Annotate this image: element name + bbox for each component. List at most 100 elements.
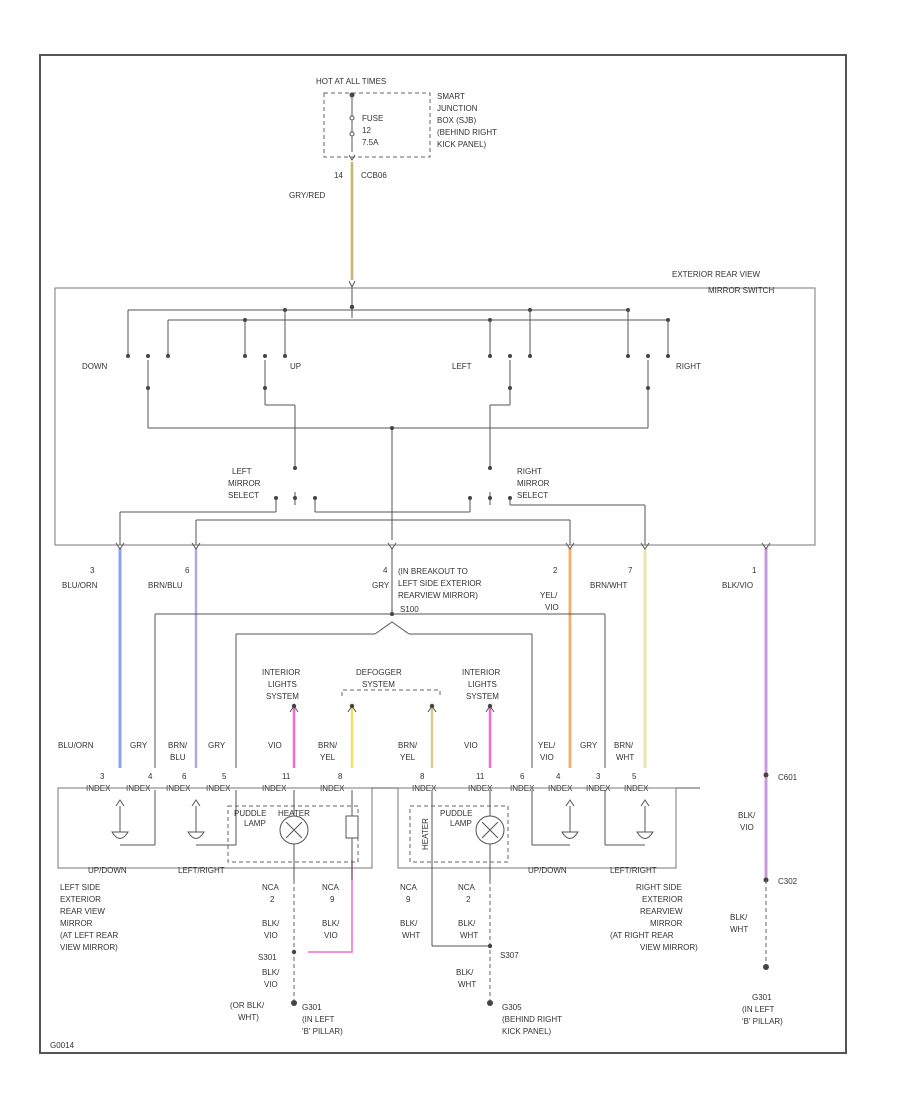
lm-ground-note-2: WHT) (238, 1013, 259, 1022)
rm-label-4: MIRROR (650, 919, 683, 928)
left-select-1: LEFT (232, 467, 252, 476)
right-mirror: BRN/ YEL VIO YEL/ VIO GRY BRN/ WHT 8 11 … (372, 741, 700, 1036)
gr-wire-b-1: BLK/ (730, 913, 748, 922)
feed-wire-label: GRY/RED (289, 191, 326, 200)
splice-s100: S100 (400, 605, 419, 614)
switch-connector-pins (115, 542, 771, 550)
right-select-1: RIGHT (517, 467, 542, 476)
wire-yel-label-1: YEL/ (540, 591, 558, 600)
pin-6: 6 (185, 566, 190, 575)
diagram-id: G0014 (50, 1041, 75, 1050)
fuse-amps: 7.5A (362, 138, 379, 147)
wire-yel-label-2: VIO (545, 603, 559, 612)
lm-blk-vio-a-2: VIO (264, 931, 278, 940)
feed-pin: 14 (334, 171, 343, 180)
rm-label-3: REARVIEW (640, 907, 683, 916)
wire-blu-orn-label: BLU/ORN (62, 581, 98, 590)
int-lights-right-2: LIGHTS (468, 680, 497, 689)
left-mirror: BLU/ORN GRY BRN/ BLU GRY VIO BRN/ YEL 3 … (57, 741, 373, 1036)
lm-wire-brn-2: BLU (170, 753, 186, 762)
c302-label: C302 (778, 877, 798, 886)
diagram-frame (39, 54, 847, 1054)
mirror-switch-box (54, 287, 816, 546)
left-select-2: MIRROR (228, 479, 261, 488)
sjb-line-3: BOX (SJB) (437, 116, 476, 125)
lm-blk-vio-c-1: BLK/ (262, 968, 280, 977)
lm-blk-vio-c-2: VIO (264, 980, 278, 989)
lm-wire-vio: VIO (268, 741, 282, 750)
defogger-1: DEFOGGER (356, 668, 402, 677)
int-lights-left-1: INTERIOR (262, 668, 300, 677)
sjb-line-1: SMART (437, 92, 465, 101)
lm-g301-3: 'B' PILLAR) (302, 1027, 343, 1036)
ground-right-path: C601 BLK/ VIO C302 BLK/ WHT G301 (IN LEF… (730, 772, 798, 1026)
wire-heater-ground (308, 860, 353, 953)
fuse-number: 12 (362, 126, 371, 135)
lm-label-1: LEFT SIDE (60, 883, 100, 892)
rm-blk-wht-b-2: WHT (460, 931, 478, 940)
rm-mirror-box (397, 787, 677, 869)
right-select-2: MIRROR (517, 479, 550, 488)
rm-label-6: VIEW MIRROR) (640, 943, 698, 952)
rm-leftright: LEFT/RIGHT (610, 866, 657, 875)
wire-brn-wht-label: BRN/WHT (590, 581, 627, 590)
power-source: HOT AT ALL TIMES FUSE 12 7.5A SMART JUNC… (289, 77, 497, 200)
gr-g301-3: 'B' PILLAR) (742, 1017, 783, 1026)
breakout-1: (IN BREAKOUT TO (398, 567, 468, 576)
rm-label-1: RIGHT SIDE (636, 883, 682, 892)
lm-wire-blu-orn: BLU/ORN (58, 741, 94, 750)
lm-label-2: EXTERIOR (60, 895, 101, 904)
fuse-label: FUSE (362, 114, 383, 123)
rm-pin-11: 11 (476, 772, 485, 781)
lm-nca-a-2: 2 (270, 895, 275, 904)
lm-s301: S301 (258, 953, 277, 962)
rm-label-5: (AT RIGHT REAR (610, 931, 674, 940)
rm-heater: HEATER (421, 818, 430, 850)
gr-wire-a-2: VIO (740, 823, 754, 832)
lm-nca-b-2: 9 (330, 895, 335, 904)
int-lights-right-3: SYSTEM (466, 692, 499, 701)
switch-name-1: EXTERIOR REAR VIEW (672, 270, 760, 279)
rm-wire-brn-yel-2: YEL (400, 753, 416, 762)
mirror-switch: EXTERIOR REAR VIEW MIRROR SWITCH (54, 270, 816, 546)
lm-blk-vio-b-1: BLK/ (322, 919, 340, 928)
rm-pin-3: 3 (596, 772, 601, 781)
switch-down-label: DOWN (82, 362, 108, 371)
int-lights-left-2: LIGHTS (268, 680, 297, 689)
pin-7: 7 (628, 566, 633, 575)
pin-4: 4 (383, 566, 388, 575)
lm-pin-8: 8 (338, 772, 343, 781)
rm-pin-8: 8 (420, 772, 425, 781)
rm-pin-6: 6 (520, 772, 525, 781)
rm-label-2: EXTERIOR (642, 895, 683, 904)
lm-label-3: REAR VIEW (60, 907, 105, 916)
lm-wire-gry-a: GRY (130, 741, 148, 750)
rm-g305-1: G305 (502, 1003, 522, 1012)
lm-blk-vio-b-2: VIO (324, 931, 338, 940)
lm-wire-brn-yel-2: YEL (320, 753, 336, 762)
lm-label-4: MIRROR (60, 919, 93, 928)
lm-wire-gry-b: GRY (208, 741, 226, 750)
rm-blk-wht-b-1: BLK/ (458, 919, 476, 928)
c601-label: C601 (778, 773, 798, 782)
sjb-line-5: KICK PANEL) (437, 140, 487, 149)
gr-wire-a-1: BLK/ (738, 811, 756, 820)
lm-label-5: (AT LEFT REAR (60, 931, 118, 940)
rm-blk-wht-c-1: BLK/ (456, 968, 474, 977)
sjb-line-4: (BEHIND RIGHT (437, 128, 497, 137)
feed-circuit: CCB06 (361, 171, 387, 180)
rm-nca-b-2: 2 (466, 895, 471, 904)
pin-1: 1 (752, 566, 757, 575)
sjb-line-2: JUNCTION (437, 104, 478, 113)
rm-puddle-2: LAMP (450, 819, 472, 828)
pin-3: 3 (90, 566, 95, 575)
lm-wire-brn-yel-1: BRN/ (318, 741, 338, 750)
gry-breakout (154, 549, 606, 768)
rm-nca-b-1: NCA (458, 883, 476, 892)
wire-brn-blu-label: BRN/BLU (148, 581, 183, 590)
right-select-3: SELECT (517, 491, 548, 500)
rm-blk-wht-a-2: WHT (402, 931, 420, 940)
rm-wire-yel-1: YEL/ (538, 741, 556, 750)
